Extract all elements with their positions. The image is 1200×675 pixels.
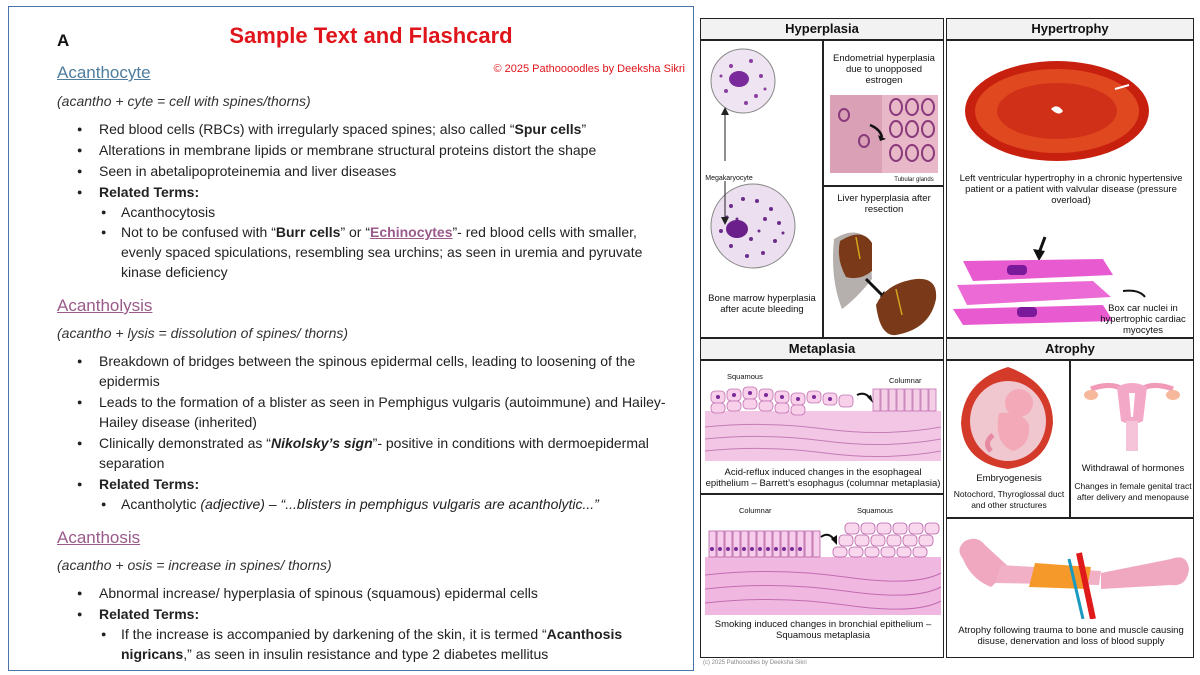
bronchial-figure: Columnar Squamous bbox=[700, 494, 944, 658]
embryo-figure: Embryogenesis Notochord, Thyroglossal du… bbox=[946, 360, 1070, 518]
liver-figure: Liver hyperplasia after resection bbox=[823, 186, 944, 338]
related-terms-list: Acantholytic (adjective) – “...blisters … bbox=[99, 494, 679, 514]
bone-marrow-caption: Bone marrow hyperplasia after acute blee… bbox=[708, 293, 816, 315]
list-item: Not to be confused with “Burr cells” or … bbox=[99, 222, 679, 282]
related-terms-list: If the increase is accompanied by darken… bbox=[99, 624, 679, 664]
embryo-subcaption: Notochord, Thyroglossal duct and other s… bbox=[953, 489, 1065, 510]
etymology-acanthosis: (acantho + osis = increase in spines/ th… bbox=[57, 557, 332, 573]
list-item: Clinically demonstrated as “Nikolsky’s s… bbox=[57, 433, 679, 473]
acantholysis-bullets: Breakdown of bridges between the spinous… bbox=[57, 351, 679, 515]
hormone-figure: Withdrawal of hormones Changes in female… bbox=[1070, 360, 1194, 518]
endometrial-histology bbox=[830, 95, 938, 173]
list-item: Acanthocytosis bbox=[99, 202, 679, 222]
barrett-figure: Squamous Columnar bbox=[700, 360, 944, 494]
hypertrophy-figure: Left ventricular hypertrophy in a chroni… bbox=[946, 40, 1194, 338]
columnar-label-bottom: Columnar bbox=[739, 506, 772, 515]
term-acanthocyte[interactable]: Acanthocyte bbox=[57, 63, 151, 82]
list-item: Alterations in membrane lipids or membra… bbox=[57, 140, 679, 160]
hormone-title: Withdrawal of hormones bbox=[1081, 463, 1185, 474]
header-hyperplasia: Hyperplasia bbox=[700, 18, 944, 40]
header-metaplasia: Metaplasia bbox=[700, 338, 944, 360]
hormone-subcaption: Changes in female genital tract after de… bbox=[1074, 481, 1192, 502]
list-item: Acantholytic (adjective) – “...blisters … bbox=[99, 494, 679, 514]
trauma-caption: Atrophy following trauma to bone and mus… bbox=[958, 625, 1184, 647]
myocyte-illustration bbox=[953, 236, 1146, 325]
list-item: Related Terms: If the increase is accomp… bbox=[57, 604, 679, 664]
list-item: Related Terms: Acantholytic (adjective) … bbox=[57, 474, 679, 514]
etymology-acanthocyte: (acantho + cyte = cell with spines/thorn… bbox=[57, 93, 311, 109]
text-panel: A Sample Text and Flashcard © 2025 Patho… bbox=[8, 6, 694, 671]
figure-footer: (c) 2025 Pathooodles by Deeksha Sikri bbox=[703, 660, 807, 666]
header-hypertrophy: Hypertrophy bbox=[946, 18, 1194, 40]
bone-muscle-illustration bbox=[959, 538, 1189, 619]
heart-cross-section bbox=[965, 61, 1149, 161]
squamous-label-top: Squamous bbox=[727, 372, 763, 381]
boxcar-caption: Box car nuclei in hypertrophic cardiac m… bbox=[1100, 303, 1186, 336]
liver-caption: Liver hyperplasia after resection bbox=[837, 193, 931, 215]
etymology-acantholysis: (acantho + lysis = dissolution of spines… bbox=[57, 325, 349, 341]
embryo-title: Embryogenesis bbox=[976, 473, 1042, 484]
term-acanthosis[interactable]: Acanthosis bbox=[57, 528, 141, 547]
acanthocyte-bullets: Red blood cells (RBCs) with irregularly … bbox=[57, 119, 679, 283]
bronchial-epithelium bbox=[705, 522, 941, 615]
liver-illustration bbox=[833, 232, 937, 336]
list-item: Leads to the formation of a blister as s… bbox=[57, 392, 679, 432]
smoking-caption: Smoking induced changes in bronchial epi… bbox=[714, 619, 932, 641]
squamous-label-bottom: Squamous bbox=[857, 506, 893, 515]
header-atrophy: Atrophy bbox=[946, 338, 1194, 360]
lvh-caption: Left ventricular hypertrophy in a chroni… bbox=[959, 173, 1183, 206]
figure-panel: Hyperplasia Hypertrophy Metaplasia Atrop… bbox=[700, 18, 1196, 658]
megakaryocyte-label: Megakaryocyte bbox=[705, 175, 753, 182]
copyright-text: © 2025 Pathoooodles by Deeksha Sikri bbox=[493, 63, 685, 75]
embryo-illustration bbox=[961, 367, 1053, 469]
endometrial-caption: Endometrial hyperplasia due to unopposed… bbox=[833, 53, 935, 86]
bone-marrow-illustration bbox=[710, 48, 796, 269]
columnar-label-top: Columnar bbox=[889, 376, 922, 385]
list-item: Related Terms: Acanthocytosis Not to be … bbox=[57, 182, 679, 282]
endometrial-figure: Endometrial hyperplasia due to unopposed… bbox=[823, 40, 944, 186]
term-acantholysis[interactable]: Acantholysis bbox=[57, 296, 153, 315]
list-item: Red blood cells (RBCs) with irregularly … bbox=[57, 119, 679, 139]
trauma-figure: Atrophy following trauma to bone and mus… bbox=[946, 518, 1194, 658]
barrett-caption: Acid-reflux induced changes in the esoph… bbox=[705, 467, 941, 489]
list-item: Abnormal increase/ hyperplasia of spinou… bbox=[57, 583, 679, 603]
list-item: Seen in abetalipoproteinemia and liver d… bbox=[57, 161, 679, 181]
esophageal-epithelium bbox=[705, 386, 941, 461]
list-item: If the increase is accompanied by darken… bbox=[99, 624, 679, 664]
echinocytes-link[interactable]: Echinocytes bbox=[370, 224, 453, 240]
page-title: Sample Text and Flashcard bbox=[229, 23, 513, 48]
panel-letter: A bbox=[57, 31, 70, 50]
bone-marrow-figure: Megakaryocyte Bone marrow hyperplasia af… bbox=[700, 40, 823, 338]
uterus-illustration bbox=[1084, 383, 1180, 451]
list-item: Breakdown of bridges between the spinous… bbox=[57, 351, 679, 391]
acanthosis-bullets: Abnormal increase/ hyperplasia of spinou… bbox=[57, 583, 679, 665]
related-terms-list: Acanthocytosis Not to be confused with “… bbox=[99, 202, 679, 282]
tubular-glands-label: Tubular glands bbox=[894, 177, 934, 183]
